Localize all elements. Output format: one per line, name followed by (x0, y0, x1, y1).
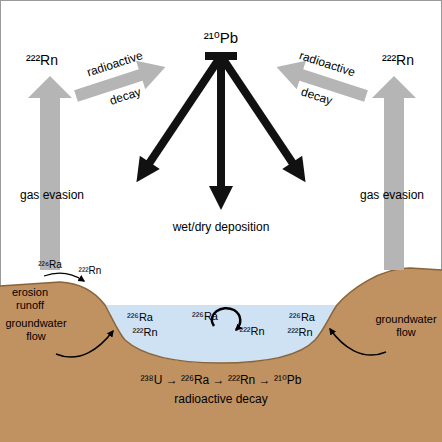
isotope-label: ²²⁶Ra (127, 311, 153, 324)
isotope-label: ²²²Rn (287, 326, 312, 339)
groundwater-arrow (330, 329, 386, 355)
gas-evasion-arrow (372, 76, 416, 270)
isotope-label: ²²²Rn (26, 52, 58, 68)
isotope-label: ²²²Rn (239, 325, 264, 338)
runoff-arrow (44, 273, 84, 281)
decay-chain: ²³⁸U → ²²⁶Ra → ²²²Rn → ²¹⁰Pb (141, 374, 302, 388)
process-label: wet/dry deposition (173, 221, 270, 235)
isotope-label: ²²²Rn (79, 265, 102, 277)
isotope-label: ²²²Rn (132, 326, 157, 339)
process-label: gas evasion (20, 189, 84, 203)
ground (0, 268, 442, 442)
isotope-label: ²²⁶Ra (192, 310, 218, 323)
groundwater-arrow (56, 331, 113, 357)
process-label: groundwater flow (367, 313, 442, 338)
deposition-arrow (209, 56, 233, 210)
isotope-label: ²²⁶Ra (289, 311, 315, 324)
process-label: radioactive decay (174, 393, 267, 407)
gas-evasion-arrow (28, 76, 72, 270)
process-label: erosion runoff (5, 286, 55, 311)
process-label: groundwater flow (0, 317, 75, 342)
process-label: gas evasion (360, 189, 424, 203)
isotope-label: ²²²Rn (382, 52, 414, 68)
deposition-bar (205, 52, 237, 60)
isotope-label: ²²⁶Ra (38, 259, 62, 271)
isotope-label: ²¹⁰Pb (204, 29, 238, 46)
lake-water (105, 305, 337, 363)
